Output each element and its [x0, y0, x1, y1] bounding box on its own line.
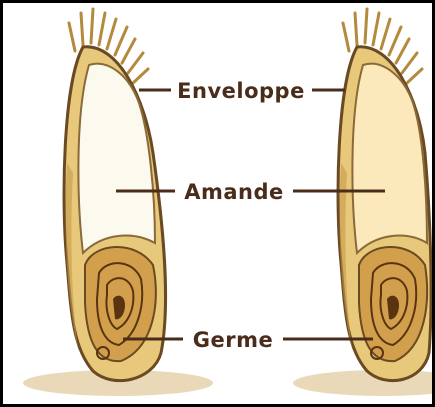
left-grain-kernel	[78, 64, 155, 253]
label-germe: Germe	[193, 328, 273, 352]
right-grain-kernel	[352, 64, 427, 253]
label-enveloppe: Enveloppe	[177, 79, 305, 103]
left-grain-icon	[64, 9, 166, 381]
right-grain-icon	[338, 9, 431, 381]
label-amande: Amande	[184, 180, 284, 204]
grain-cross-section-diagram: Enveloppe Amande Germe	[3, 3, 432, 404]
